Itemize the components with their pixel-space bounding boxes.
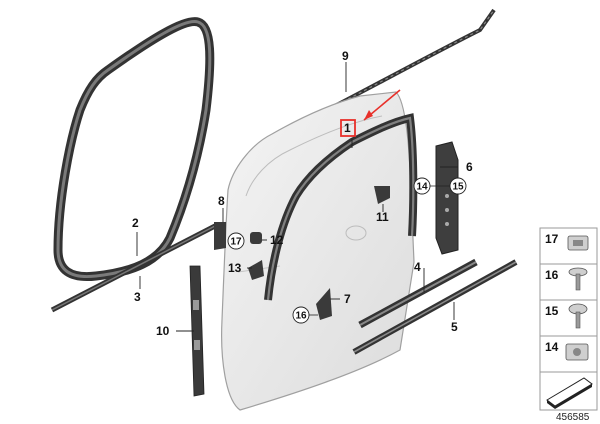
callout-15: 15 [452, 182, 464, 193]
highlight-box [340, 119, 356, 137]
outer-belt-moulding [358, 258, 478, 329]
callout-5: 5 [451, 320, 458, 334]
callout-2: 2 [132, 216, 139, 230]
trim-clip-8 [214, 222, 226, 250]
door-shell [221, 91, 415, 411]
sill-seal [50, 223, 217, 313]
screw-icon [568, 267, 588, 291]
callout-4: 4 [414, 260, 421, 274]
callout-9: 9 [342, 49, 349, 63]
inner-belt-moulding [352, 259, 518, 355]
legend-label-14: 14 [545, 340, 559, 354]
callout-13: 13 [228, 261, 242, 275]
callout-10: 10 [156, 324, 170, 338]
legend-label-17: 17 [545, 232, 559, 246]
callout-1: 1 [344, 121, 351, 135]
corner-piece-7 [316, 288, 332, 320]
fastener-legend: 17 16 15 14 [539, 227, 598, 411]
callout-16: 16 [295, 311, 307, 322]
callout-7: 7 [344, 292, 351, 306]
cap-12 [250, 232, 262, 244]
legend-label-16: 16 [545, 268, 559, 282]
callout-17: 17 [230, 237, 242, 248]
seal-profile-icon [546, 377, 593, 409]
callout-16-circle: 16 [292, 306, 310, 324]
clip-nut-icon [567, 235, 589, 251]
reference-number: 456585 [556, 412, 590, 423]
callout-14-circle: 14 [413, 177, 431, 195]
trim-clip-11 [374, 186, 390, 204]
callout-14: 14 [416, 182, 428, 193]
callout-12: 12 [270, 233, 284, 247]
callout-15-circle: 15 [449, 177, 467, 195]
clip-nut-icon [565, 343, 589, 361]
callout-6: 6 [466, 160, 473, 174]
screw-icon [568, 303, 588, 329]
callout-11: 11 [376, 210, 389, 224]
highlight-arrow [363, 89, 401, 121]
pillar-trim [435, 141, 459, 255]
callout-17-circle: 17 [227, 232, 245, 250]
leader-lines [136, 62, 458, 332]
legend-label-15: 15 [545, 304, 559, 318]
mirror-cap-13 [248, 260, 264, 280]
door-frame-trim [189, 265, 205, 397]
callout-3: 3 [134, 290, 141, 304]
callout-8: 8 [218, 194, 225, 208]
